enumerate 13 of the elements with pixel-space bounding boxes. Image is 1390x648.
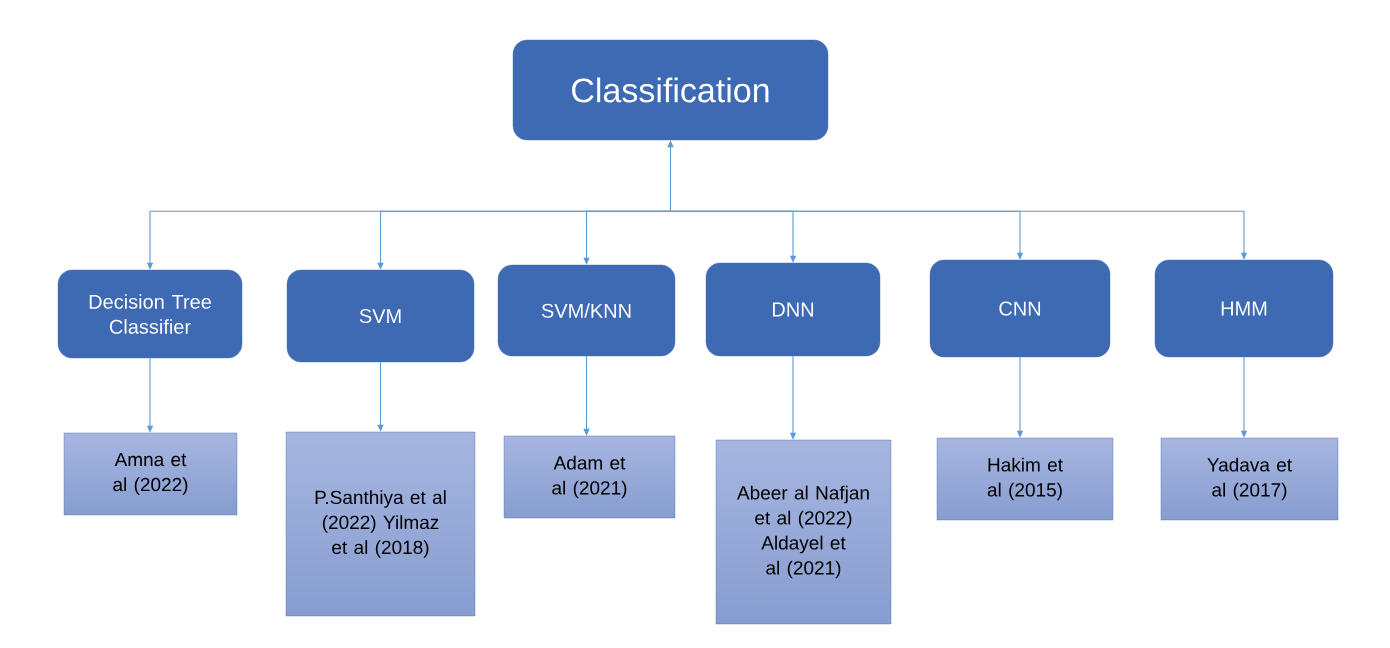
classifier-box: SVM: [286, 269, 475, 363]
classifier-box: CNN: [929, 259, 1111, 358]
reference-box: Yadava et al (2017): [1160, 437, 1339, 521]
classification-box: Classification: [512, 39, 829, 141]
classifier-box: HMM: [1154, 259, 1334, 358]
classifier-box: Decision Tree Classifier: [57, 269, 243, 359]
reference-box: P.Santhiya et al (2022) Yilmaz et al (2018): [285, 431, 476, 617]
reference-box: Adam et al (2021): [503, 435, 676, 519]
classifier-box: DNN: [705, 262, 881, 357]
reference-box: Hakim et al (2015): [936, 437, 1114, 521]
classifier-box: SVM/KNN: [497, 264, 676, 357]
reference-box: Amna et al (2022): [63, 432, 238, 516]
reference-box: Abeer al Nafjan et al (2022) Aldayel et al (2021): [715, 439, 892, 625]
